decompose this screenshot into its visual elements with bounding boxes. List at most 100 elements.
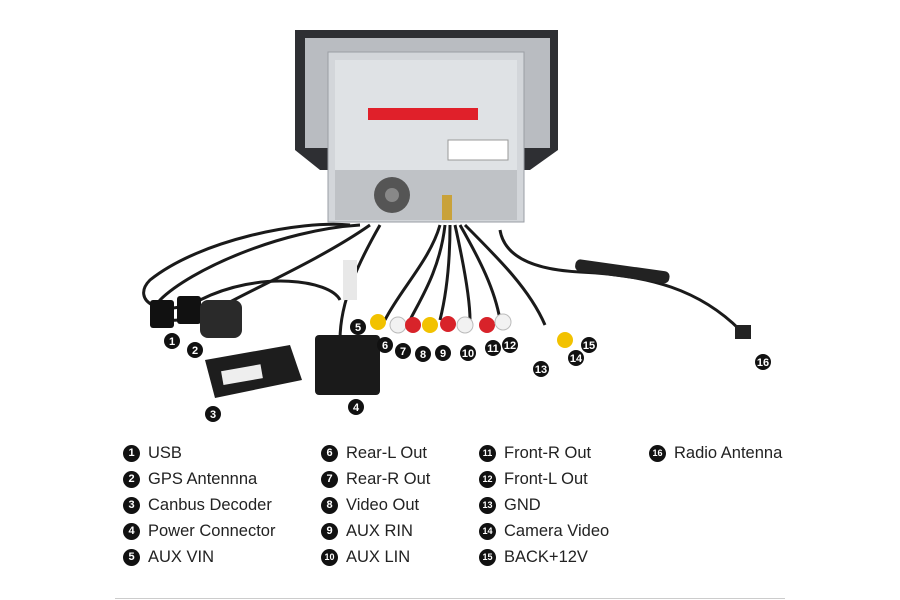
callout-7: 7 <box>395 343 411 359</box>
radio-antenna-plug <box>735 325 751 339</box>
callout-5: 5 <box>350 319 366 335</box>
legend-column-4: 16 Radio Antenna <box>649 440 782 466</box>
svg-text:15: 15 <box>583 340 595 352</box>
number-badge: 15 <box>479 548 496 566</box>
svg-text:11: 11 <box>487 343 499 355</box>
callout-4: 4 <box>348 399 364 415</box>
callout-1: 1 <box>164 333 180 349</box>
usb-plug-1 <box>150 300 174 328</box>
divider <box>115 598 785 599</box>
svg-text:3: 3 <box>210 409 216 421</box>
aux-vin-plug <box>343 260 357 300</box>
number-badge: 7 <box>321 470 338 488</box>
svg-text:16: 16 <box>757 357 769 369</box>
number-badge: 8 <box>321 496 338 514</box>
barcode-sticker <box>447 139 509 161</box>
rca-plugs <box>370 313 573 348</box>
callout-15: 15 <box>581 337 597 353</box>
svg-text:10: 10 <box>462 348 474 360</box>
svg-text:6: 6 <box>382 340 388 352</box>
number-badge: 9 <box>321 522 338 540</box>
svg-text:1: 1 <box>169 336 175 348</box>
legend-label: Rear-L Out <box>346 443 428 462</box>
legend-label: USB <box>148 443 182 462</box>
legend-item: 3 Canbus Decoder <box>123 492 275 518</box>
rear-panel <box>335 170 517 220</box>
callouts: 1 2 3 4 5 6 7 8 9 10 11 12 13 14 15 16 <box>164 319 771 422</box>
warning-label <box>368 108 478 120</box>
legend-label: BACK+12V <box>504 547 588 566</box>
svg-text:8: 8 <box>420 349 426 361</box>
legend-item: 16 Radio Antenna <box>649 440 782 466</box>
callout-10: 10 <box>460 345 476 361</box>
legend-column-1: 1 USB 2 GPS Antennna 3 Canbus Decoder 4 Powe… <box>123 440 275 570</box>
legend-label: AUX VIN <box>148 547 215 566</box>
callout-12: 12 <box>502 337 518 353</box>
number-badge: 11 <box>479 444 496 462</box>
usb-plug-2 <box>177 296 201 324</box>
legend-item: 6 Rear-L Out <box>321 440 430 466</box>
legend-label: GPS Antennna <box>148 469 258 488</box>
legend-column-2: 6 Rear-L Out 7 Rear-R Out 8 Video Out 9 AUX … <box>321 440 430 570</box>
svg-text:13: 13 <box>535 364 547 376</box>
legend-label: Video Out <box>346 495 420 514</box>
legend-item: 1 USB <box>123 440 275 466</box>
svg-text:7: 7 <box>400 346 406 358</box>
canbus-label <box>221 364 263 386</box>
legend-item: 13 GND <box>479 492 609 518</box>
legend-label: AUX RIN <box>346 521 413 540</box>
legend-column-3: 11 Front-R Out 12 Front-L Out 13 GND 14 Came… <box>479 440 609 570</box>
svg-text:12: 12 <box>504 340 516 352</box>
number-badge: 10 <box>321 548 338 566</box>
number-badge: 16 <box>649 444 666 462</box>
power-connector <box>315 335 380 395</box>
number-badge: 1 <box>123 444 140 462</box>
fan-hub <box>385 188 399 202</box>
legend-item: 5 AUX VIN <box>123 544 275 570</box>
callout-13: 13 <box>533 361 549 377</box>
legend-label: Rear-R Out <box>346 469 431 488</box>
legend-item: 8 Video Out <box>321 492 430 518</box>
number-badge: 3 <box>123 496 140 514</box>
radio-antenna-module <box>575 259 670 284</box>
legend-label: Power Connector <box>148 521 276 540</box>
legend-label: Front-L Out <box>504 469 588 488</box>
legend-item: 9 AUX RIN <box>321 518 430 544</box>
number-badge: 4 <box>123 522 140 540</box>
callout-9: 9 <box>435 345 451 361</box>
legend-item: 4 Power Connector <box>123 518 275 544</box>
svg-text:4: 4 <box>353 402 360 414</box>
legend-label: Radio Antenna <box>674 443 783 462</box>
svg-text:14: 14 <box>570 353 583 365</box>
legend-item: 11 Front-R Out <box>479 440 609 466</box>
svg-text:9: 9 <box>440 348 446 360</box>
legend-label: GND <box>504 495 541 514</box>
number-badge: 2 <box>123 470 140 488</box>
callout-6: 6 <box>377 337 393 353</box>
number-badge: 13 <box>479 496 496 514</box>
number-badge: 14 <box>479 522 496 540</box>
callout-14: 14 <box>568 350 584 366</box>
svg-text:2: 2 <box>192 345 198 357</box>
number-badge: 5 <box>123 548 140 566</box>
callout-16: 16 <box>755 354 771 370</box>
product-photo: 1 2 3 4 5 6 7 8 9 10 11 12 13 14 15 16 <box>142 30 771 422</box>
legend-label: Front-R Out <box>504 443 592 462</box>
number-badge: 12 <box>479 470 496 488</box>
antenna-jack <box>442 195 452 220</box>
callout-11: 11 <box>485 340 501 356</box>
number-badge: 6 <box>321 444 338 462</box>
legend-item: 7 Rear-R Out <box>321 466 430 492</box>
legend-item: 15 BACK+12V <box>479 544 609 570</box>
callout-3: 3 <box>205 406 221 422</box>
legend-label: Camera Video <box>504 521 610 540</box>
svg-text:5: 5 <box>355 322 361 334</box>
callout-8: 8 <box>415 346 431 362</box>
gps-antenna <box>200 300 242 338</box>
legend-item: 2 GPS Antennna <box>123 466 275 492</box>
legend-label: Canbus Decoder <box>148 495 272 514</box>
callout-2: 2 <box>187 342 203 358</box>
legend-item: 14 Camera Video <box>479 518 609 544</box>
legend-item: 12 Front-L Out <box>479 466 609 492</box>
